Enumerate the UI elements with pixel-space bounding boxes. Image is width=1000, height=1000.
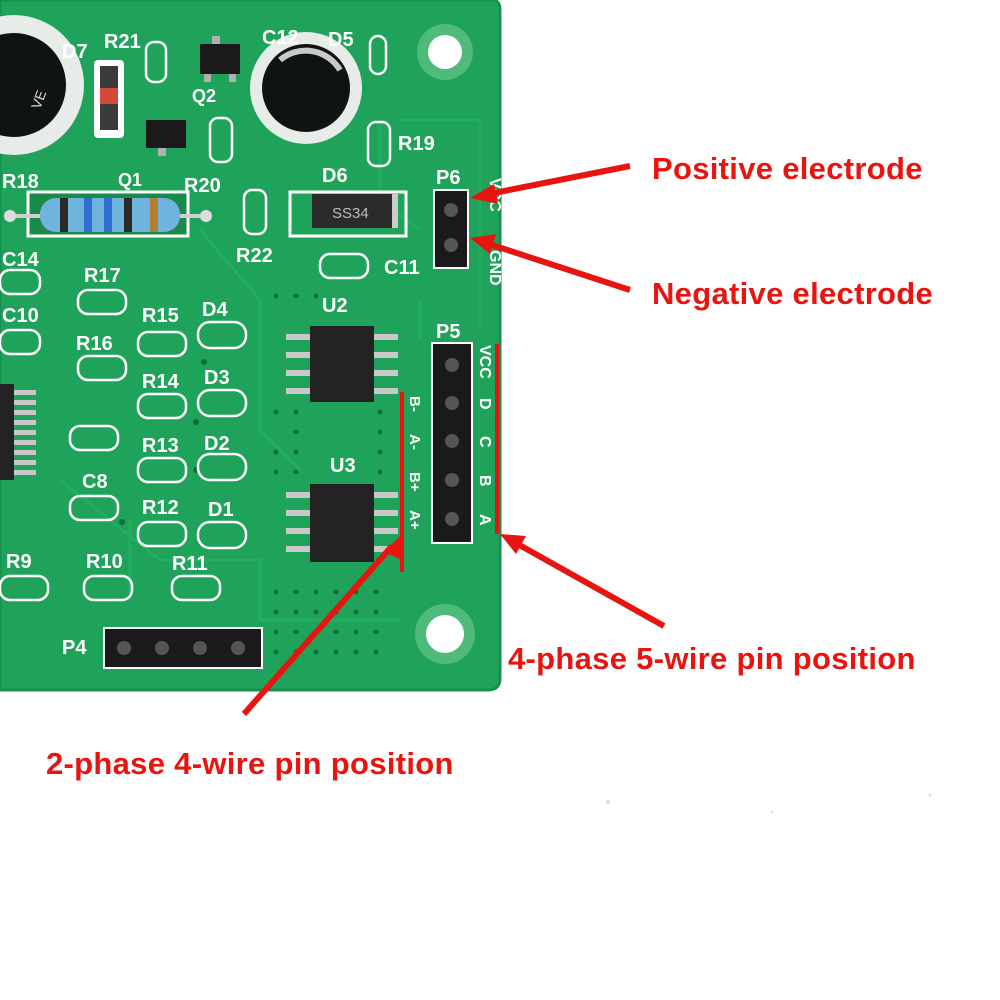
mounting-hole-bottom — [415, 604, 475, 664]
label-r12: R12 — [142, 497, 179, 519]
label-r20: R20 — [184, 175, 221, 197]
label-p6: P6 — [436, 167, 460, 189]
diode-d6: SS34 — [288, 190, 408, 238]
label-u3: U3 — [330, 455, 356, 477]
label-d6: D6 — [322, 165, 348, 187]
label-d3: D3 — [204, 367, 230, 389]
label-r13: R13 — [142, 435, 179, 457]
label-b-plus: B+ — [406, 472, 423, 492]
arrow-negative — [485, 240, 631, 293]
chip-u2 — [286, 326, 398, 402]
label-d4: D4 — [202, 299, 228, 321]
header-p5 — [431, 342, 473, 544]
label-ss34: SS34 — [332, 205, 369, 222]
transistor-q2 — [200, 36, 240, 82]
label-d5: D5 — [328, 29, 354, 51]
label-r11: R11 — [172, 553, 208, 575]
silkscreen-labels: D7 R21 C12 D5 Q2 R19 R18 Q1 R20 D6 R22 C… — [2, 27, 503, 659]
label-d7: D7 — [62, 41, 88, 63]
mounting-hole-top — [417, 24, 473, 80]
label-c12: C12 — [262, 27, 299, 49]
label-q1: Q1 — [118, 170, 142, 190]
label-pin-a: A — [476, 514, 493, 526]
svg-text:VE: VE — [28, 88, 49, 111]
label-pin-b: B — [476, 475, 493, 487]
label-r22: R22 — [236, 245, 273, 267]
positive-electrode-label: Positive electrode — [652, 151, 923, 186]
capacitor-left: VE — [0, 15, 84, 155]
header-p6 — [433, 189, 469, 269]
label-r15: R15 — [142, 305, 179, 327]
negative-electrode-label: Negative electrode — [652, 276, 934, 311]
transistor-q1 — [146, 120, 186, 156]
label-c8: C8 — [82, 471, 108, 493]
chip-u3 — [286, 484, 398, 562]
annotation-arrows — [241, 163, 666, 716]
pcb-board — [0, 0, 502, 692]
label-c14: C14 — [2, 249, 40, 271]
label-r16: R16 — [76, 333, 113, 355]
label-d2: D2 — [204, 433, 230, 455]
label-p4: P4 — [62, 637, 87, 659]
arrow-5wire — [512, 539, 666, 629]
chip-left — [0, 384, 36, 480]
label-q2: Q2 — [192, 86, 216, 106]
label-r19: R19 — [398, 133, 435, 155]
label-r14: R14 — [142, 371, 180, 393]
resistor-r18 — [4, 190, 212, 238]
label-r21: R21 — [104, 31, 141, 53]
arrow-positive — [483, 163, 631, 198]
label-d1: D1 — [208, 499, 234, 521]
label-pin-d: D — [476, 398, 493, 410]
label-c10: C10 — [2, 305, 39, 327]
label-r17: R17 — [84, 265, 121, 287]
label-a-minus: A- — [406, 434, 423, 450]
two-phase-four-wire-label: 2-phase 4-wire pin position — [46, 746, 454, 781]
label-r18: R18 — [2, 171, 39, 193]
label-gnd-p6: GND — [486, 250, 503, 286]
four-phase-five-wire-label: 4-phase 5-wire pin position — [508, 641, 916, 676]
label-b-minus: B- — [406, 396, 423, 412]
diode-d7 — [94, 60, 124, 138]
label-pin-c: C — [476, 436, 493, 448]
label-vcc-p5: VCC — [476, 345, 493, 379]
label-r9: R9 — [6, 551, 32, 573]
arrow-4wire — [241, 544, 395, 716]
header-p4 — [103, 627, 263, 669]
capacitor-c12 — [250, 32, 362, 144]
label-r10: R10 — [86, 551, 123, 573]
label-c11: C11 — [384, 257, 420, 279]
label-a-plus: A+ — [406, 510, 423, 530]
label-u2: U2 — [322, 295, 348, 317]
label-p5: P5 — [436, 321, 460, 343]
